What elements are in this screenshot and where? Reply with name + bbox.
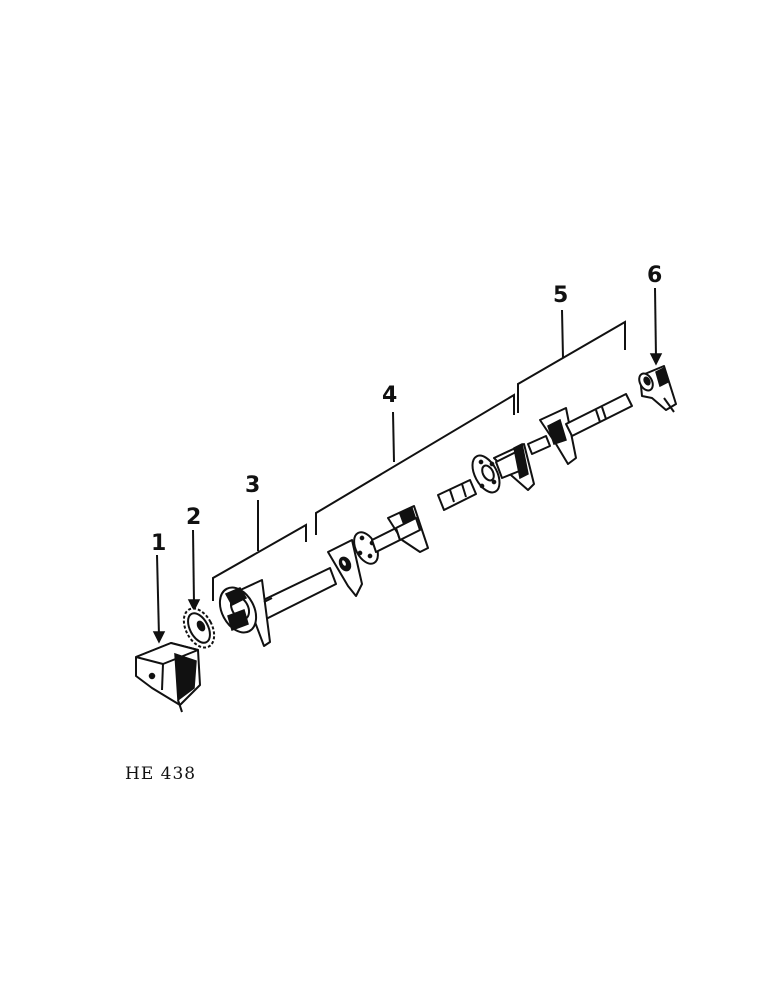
bracket-3 <box>212 500 307 601</box>
figure-code: HE 438 <box>125 764 197 784</box>
leader-1 <box>152 554 166 644</box>
part-5-shaft-section <box>527 393 633 465</box>
part-4-shaft-section <box>327 442 535 597</box>
part-6-end-bracket <box>638 365 677 413</box>
callout-4: 4 <box>382 383 397 408</box>
part-3-shaft-section <box>218 567 337 647</box>
part-1-end-bracket <box>135 642 201 713</box>
bracket-4 <box>315 393 515 535</box>
part-2-sprocket <box>182 607 216 649</box>
callout-5: 5 <box>553 283 568 308</box>
leader-2 <box>187 529 201 612</box>
callout-3: 3 <box>245 473 260 498</box>
bracket-5 <box>517 309 626 413</box>
callout-1: 1 <box>151 531 166 556</box>
leader-6 <box>649 287 663 366</box>
callout-6: 6 <box>647 263 662 288</box>
callout-2: 2 <box>186 505 201 530</box>
